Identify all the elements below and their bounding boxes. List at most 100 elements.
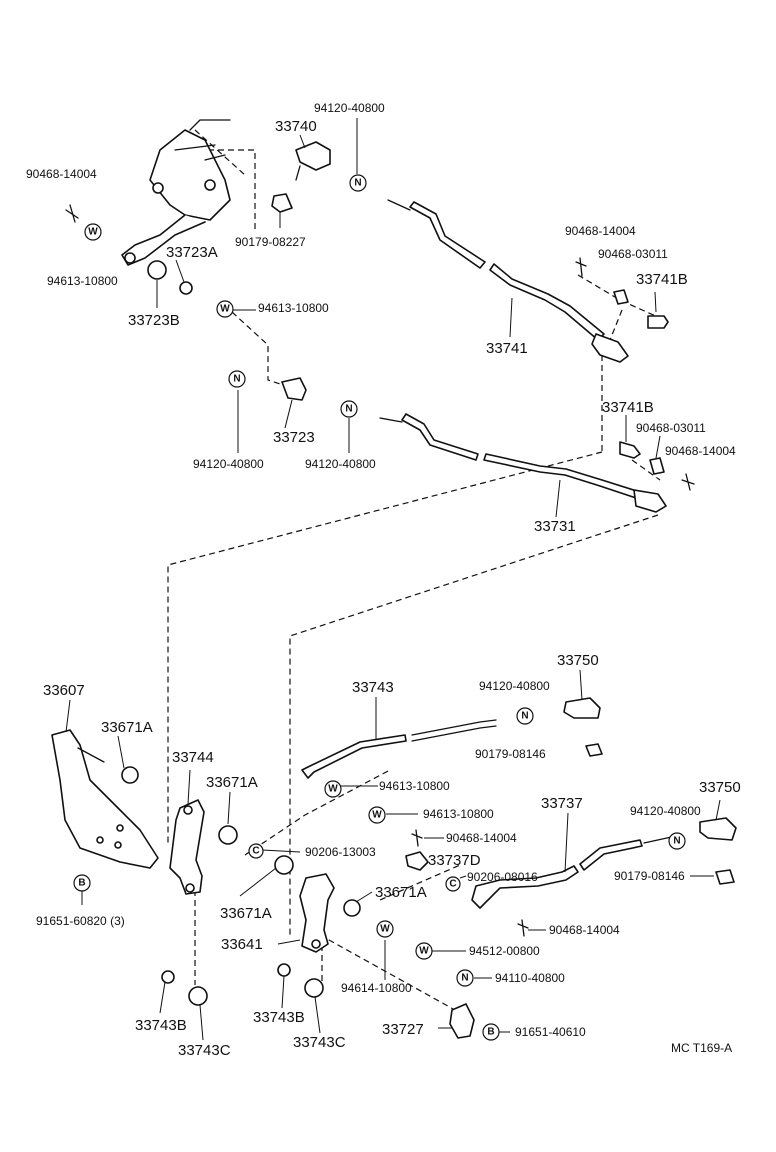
lever-33744 (169, 799, 205, 895)
rod-33731 (379, 413, 667, 513)
bushing-33671A-c (274, 855, 294, 875)
ball-joint-33723 (281, 377, 307, 401)
nut-90179-08227 (271, 193, 293, 213)
badge-n: N (340, 400, 358, 418)
part-label: 33723B (128, 312, 180, 329)
svg-text:W: W (380, 924, 390, 935)
part-label: 91651-40610 (515, 1025, 586, 1039)
part-label: 33741B (602, 399, 654, 416)
part-label: 90206-13003 (305, 845, 376, 859)
part-label: 94613-10800 (423, 807, 494, 821)
part-label: 33737D (428, 852, 481, 869)
bushing-33723B (147, 260, 167, 280)
part-label: 33727 (382, 1021, 424, 1038)
bushing-33671A-d (343, 899, 361, 917)
part-label: 33671A (101, 719, 153, 736)
rod-33741 (387, 199, 629, 363)
part-label: 94120-40800 (630, 804, 701, 818)
bushing-33671A-a (121, 766, 139, 784)
badge-w: W (368, 806, 386, 824)
badge-c: C (248, 843, 264, 859)
part-label: 33741B (636, 271, 688, 288)
badge-c: C (445, 876, 461, 892)
nut-90179-08146-a (585, 743, 603, 757)
part-label: 33744 (172, 749, 214, 766)
pin-33741B-a (647, 315, 669, 329)
part-labels: 33740 94120-40800 90468-14004 33723A 901… (26, 101, 741, 1059)
part-label: 33607 (43, 682, 85, 699)
part-label: 33671A (375, 884, 427, 901)
part-label: 94120-40800 (314, 101, 385, 115)
part-label: 33750 (557, 652, 599, 669)
part-label: 94614-10800 (341, 981, 412, 995)
svg-text:B: B (487, 1027, 494, 1038)
bushing-33743C-b (304, 978, 324, 998)
bushing-33743B-a (161, 970, 175, 984)
part-label: 33743C (293, 1034, 346, 1051)
clip-90468-03011-a (613, 289, 629, 305)
part-label: 33743B (135, 1017, 187, 1034)
svg-text:W: W (419, 946, 429, 957)
badge-b: B (73, 874, 91, 892)
svg-text:W: W (372, 810, 382, 821)
badge-n: N (349, 174, 367, 192)
cotter-pin-90468-14004-a (65, 204, 79, 223)
part-label: 33671A (206, 774, 258, 791)
part-label: 94120-40800 (479, 679, 550, 693)
part-label: 90468-14004 (665, 444, 736, 458)
part-label: 90179-08227 (235, 235, 306, 249)
badge-n: N (668, 832, 686, 850)
part-label: 33641 (221, 936, 263, 953)
part-label: 94120-40800 (193, 457, 264, 471)
pin-33741B-b (619, 441, 641, 459)
bushing-33671A-b (218, 825, 238, 845)
part-label: 33731 (534, 518, 576, 535)
rod-33737 (471, 835, 677, 909)
svg-text:N: N (521, 711, 528, 722)
svg-text:W: W (328, 784, 338, 795)
part-label: 33737 (541, 795, 583, 812)
part-label: 90468-14004 (26, 167, 97, 181)
part-label: 33723A (166, 244, 218, 261)
svg-text:N: N (354, 178, 361, 189)
clip-90468-03011-b (649, 457, 665, 475)
svg-text:C: C (252, 846, 259, 857)
part-label: 33743B (253, 1009, 305, 1026)
ball-joint-33750-b (699, 817, 737, 841)
part-label: 94613-10800 (258, 301, 329, 315)
svg-text:B: B (78, 878, 85, 889)
cotter-pin-90468-14004-e (517, 919, 529, 937)
badge-w: W (324, 780, 342, 798)
part-label: 33671A (220, 905, 272, 922)
part-label: 90468-14004 (549, 923, 620, 937)
part-label: 33750 (699, 779, 741, 796)
badge-b: B (482, 1023, 500, 1041)
svg-text:N: N (673, 836, 680, 847)
cotter-pin-90468-14004-c (681, 473, 695, 491)
svg-text:N: N (345, 404, 352, 415)
leader-lines (65, 118, 721, 1041)
part-label: 91651-60820 (3) (36, 914, 125, 928)
svg-text:N: N (233, 374, 240, 385)
part-label: 33743C (178, 1042, 231, 1059)
badge-n: N (228, 370, 246, 388)
part-label: 90179-08146 (614, 869, 685, 883)
fastener-badges: N W W N N N W W N C C B W W N B (73, 174, 686, 1041)
svg-text:C: C (449, 879, 456, 890)
rod-33743 (301, 719, 497, 779)
ball-socket-33740 (295, 141, 331, 181)
bushing-33723A (179, 281, 193, 295)
part-label: 90468-14004 (565, 224, 636, 238)
svg-text:N: N (461, 973, 468, 984)
cotter-pin-90468-14004-d (411, 829, 423, 847)
bracket-33727 (449, 1003, 475, 1039)
part-label: 94120-40800 (305, 457, 376, 471)
badge-w: W (415, 942, 433, 960)
ball-joint-33737D (405, 851, 429, 871)
bushing-33743C-a (188, 986, 208, 1006)
svg-text:W: W (88, 227, 98, 238)
part-label: 90468-03011 (598, 247, 668, 261)
part-label: 33741 (486, 340, 528, 357)
badge-n: N (456, 969, 474, 987)
